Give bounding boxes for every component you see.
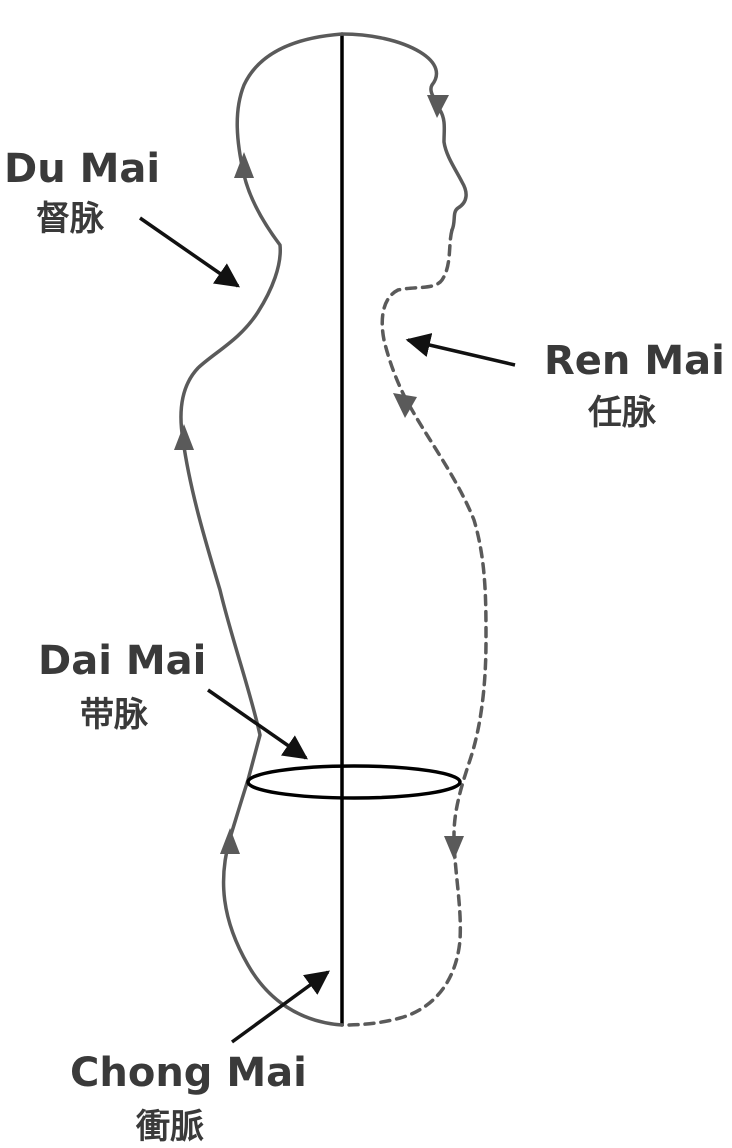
du-mai-label-en: Du Mai xyxy=(4,146,160,192)
ren-mai-arrow-chest xyxy=(393,393,417,418)
ren-mai-pointer xyxy=(405,333,516,367)
du-mai-label-cn: 督脉 xyxy=(36,199,105,239)
dai-mai-belt xyxy=(246,764,462,800)
chong-mai-pointer xyxy=(230,970,330,1044)
du-mai-channel xyxy=(179,32,344,1027)
ren-mai-label-cn: 任脉 xyxy=(588,393,657,433)
dai-mai-pointer xyxy=(207,688,309,760)
dai-mai-label-cn: 带脉 xyxy=(80,695,149,735)
dai-mai-label-en: Dai Mai xyxy=(38,638,206,684)
ren-mai-arrow-lower xyxy=(444,836,464,860)
chong-mai-label-cn: 衝脈 xyxy=(135,1107,204,1147)
du-mai-arrow-middle xyxy=(174,424,194,450)
du-mai-arrow-upper xyxy=(234,152,254,178)
ren-mai-face-profile xyxy=(340,32,468,232)
chong-mai-label-en: Chong Mai xyxy=(70,1050,307,1096)
du-mai-pointer xyxy=(139,216,241,288)
ren-mai-label-en: Ren Mai xyxy=(544,338,725,384)
ren-mai-channel-dashed xyxy=(340,228,488,1027)
ren-mai-arrow-head xyxy=(427,95,449,118)
du-mai-arrow-lower xyxy=(220,828,240,854)
